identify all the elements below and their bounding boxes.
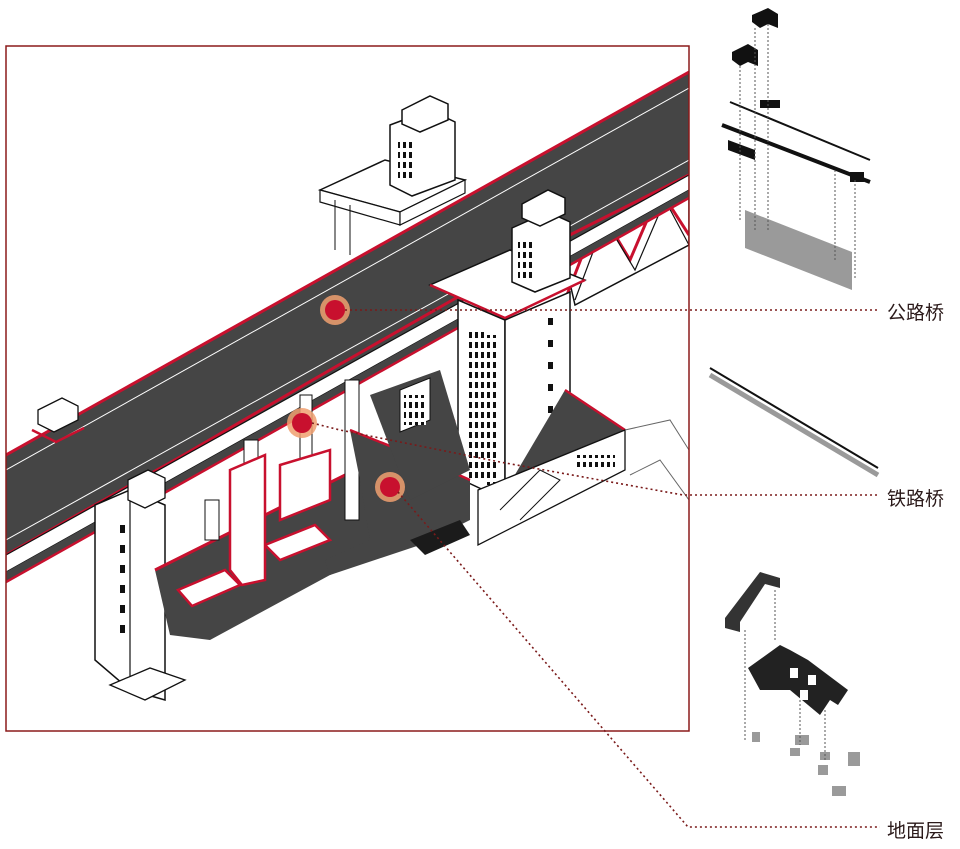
leader-lines [311, 309, 880, 828]
label-railway-bridge: 铁路桥 [887, 488, 945, 510]
exploded-railway-component [708, 367, 880, 478]
ground-marker-icon [375, 472, 405, 502]
highway-marker-icon [320, 295, 350, 325]
exploded-highway-components [721, 8, 871, 290]
label-highway-bridge: 公路桥 [887, 302, 945, 324]
tower-far [317, 95, 468, 255]
terrain-lines [624, 419, 689, 501]
ground-level [325, 370, 626, 575]
deck-kiosk [31, 397, 85, 444]
exploded-ground-components [725, 572, 860, 796]
view-frame [5, 45, 690, 732]
axonometric-view [6, 70, 689, 701]
railway-marker-icon [287, 408, 317, 438]
label-ground-level: 地面层 [887, 820, 945, 842]
left-pier [94, 469, 187, 701]
